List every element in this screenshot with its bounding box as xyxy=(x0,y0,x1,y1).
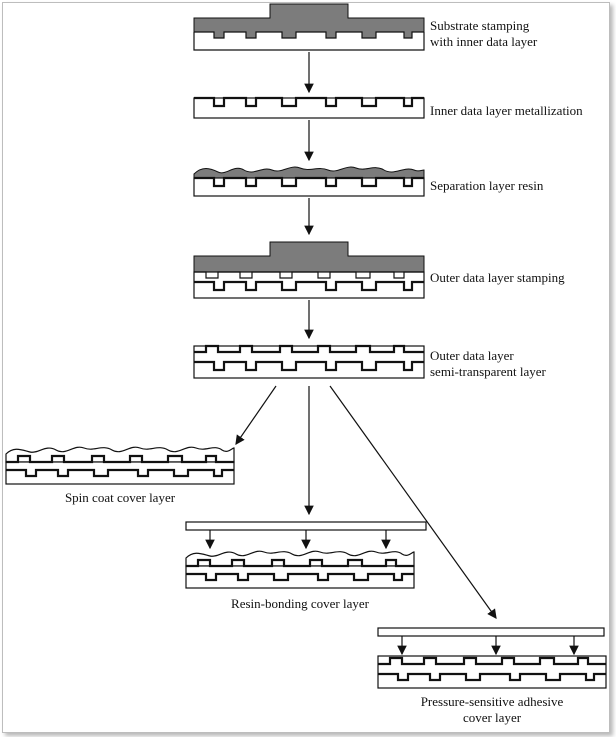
spin-coat-label: Spin coat cover layer xyxy=(65,490,176,505)
resin-bonding-label: Resin-bonding cover layer xyxy=(231,596,370,611)
branch-resin-bonding: Resin-bonding cover layer xyxy=(185,521,427,611)
inner-metal-profile xyxy=(378,672,606,682)
step-3-separation-resin: Separation layer resin xyxy=(193,166,544,197)
step-4-label: Outer data layer stamping xyxy=(430,270,565,285)
resin-layer xyxy=(193,166,425,179)
substrate-body xyxy=(193,271,425,299)
metal-layer-profile xyxy=(194,176,424,188)
step-2-metallization: Inner data layer metallization xyxy=(193,96,583,119)
substrate-pit-profile xyxy=(194,31,424,39)
outer-pit-profile xyxy=(194,271,424,279)
branch-psa: Pressure-sensitive adhesive cover layer xyxy=(377,627,607,725)
substrate-body xyxy=(185,565,415,589)
step-1-substrate-stamping: Substrate stamping with inner data layer xyxy=(193,3,538,51)
inner-metal-profile xyxy=(194,360,424,372)
step-5-label-line-2: semi-transparent layer xyxy=(430,364,547,379)
resin-bond-layer xyxy=(185,550,415,567)
step-3-label: Separation layer resin xyxy=(430,178,544,193)
step-5-label-line-1: Outer data layer xyxy=(430,348,514,363)
cover-sheet xyxy=(185,521,427,531)
substrate-body xyxy=(5,461,235,485)
arrow-to-spin-coat xyxy=(235,385,277,445)
arrow-to-psa xyxy=(329,385,497,619)
step-1-label-line-2: with inner data layer xyxy=(430,34,538,49)
step-4-outer-stamping: Outer data layer stamping xyxy=(193,241,565,299)
semi-transparent-profile xyxy=(194,344,424,354)
metal-layer-profile xyxy=(194,96,424,108)
stamper-shape xyxy=(193,3,425,39)
cover-sheet xyxy=(377,627,605,637)
substrate-body xyxy=(377,655,607,689)
semi-transparent-profile xyxy=(186,558,414,568)
step-1-label-line-1: Substrate stamping xyxy=(430,18,530,33)
psa-label-line-2: cover layer xyxy=(463,710,522,725)
branch-spin-coat: Spin coat cover layer xyxy=(5,446,235,505)
step-5-semi-transparent: Outer data layer semi-transparent layer xyxy=(193,344,547,379)
semi-transparent-profile xyxy=(6,454,234,464)
inner-metal-profile xyxy=(194,280,424,292)
inner-metal-profile xyxy=(6,468,234,478)
spin-coat-layer xyxy=(5,446,235,463)
substrate-body xyxy=(193,97,425,119)
substrate-body xyxy=(193,177,425,197)
step-2-label: Inner data layer metallization xyxy=(430,103,583,118)
substrate-outline xyxy=(193,32,425,51)
inner-metal-profile xyxy=(186,572,414,582)
semi-transparent-profile xyxy=(378,656,606,666)
psa-label-line-1: Pressure-sensitive adhesive xyxy=(421,694,564,709)
